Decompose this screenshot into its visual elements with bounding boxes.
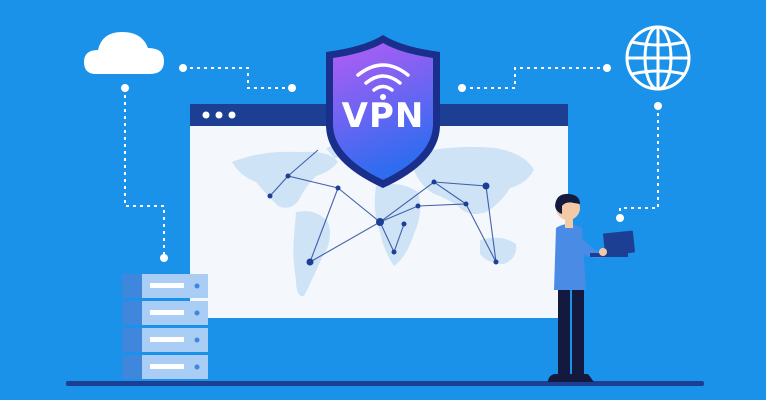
person-shoe-left [548,374,572,382]
laptop-screen [603,230,635,256]
connector-globe-laptop [619,106,659,218]
connector-globe-shield [462,67,607,89]
server-unit-3 [122,328,208,352]
person-leg-right [572,284,584,376]
connector-cloud-shield [183,67,292,89]
globe-icon [625,25,691,91]
vpn-shield [326,35,440,188]
person-neck [565,218,573,228]
server-rack-icon [122,274,208,379]
connector-cloud-server [124,88,165,258]
map-asia [414,146,534,214]
cloud-icon [84,32,164,74]
map-africa [374,184,421,266]
network-nodes [267,173,499,266]
laptop-base [590,253,628,257]
ground-line [66,381,704,386]
wifi-icon [356,63,410,92]
map-australia [480,237,517,264]
person-leg-left [558,284,570,376]
person-arm [576,236,604,259]
person-hair [555,193,580,214]
wifi-dot [380,94,386,100]
connector-dots [121,64,662,262]
person-hand [599,248,607,256]
window-dot-1 [202,111,210,119]
server-unit-2 [122,301,208,325]
shield-face [333,43,433,180]
person-torso [554,224,586,290]
window-dot-2 [215,111,223,119]
connector-lines [124,67,659,258]
server-unit-1 [122,274,208,298]
server-unit-4 [122,355,208,379]
person-with-laptop-icon [548,193,635,382]
window-dot-3 [228,111,236,119]
person-shoe-right [572,374,594,382]
